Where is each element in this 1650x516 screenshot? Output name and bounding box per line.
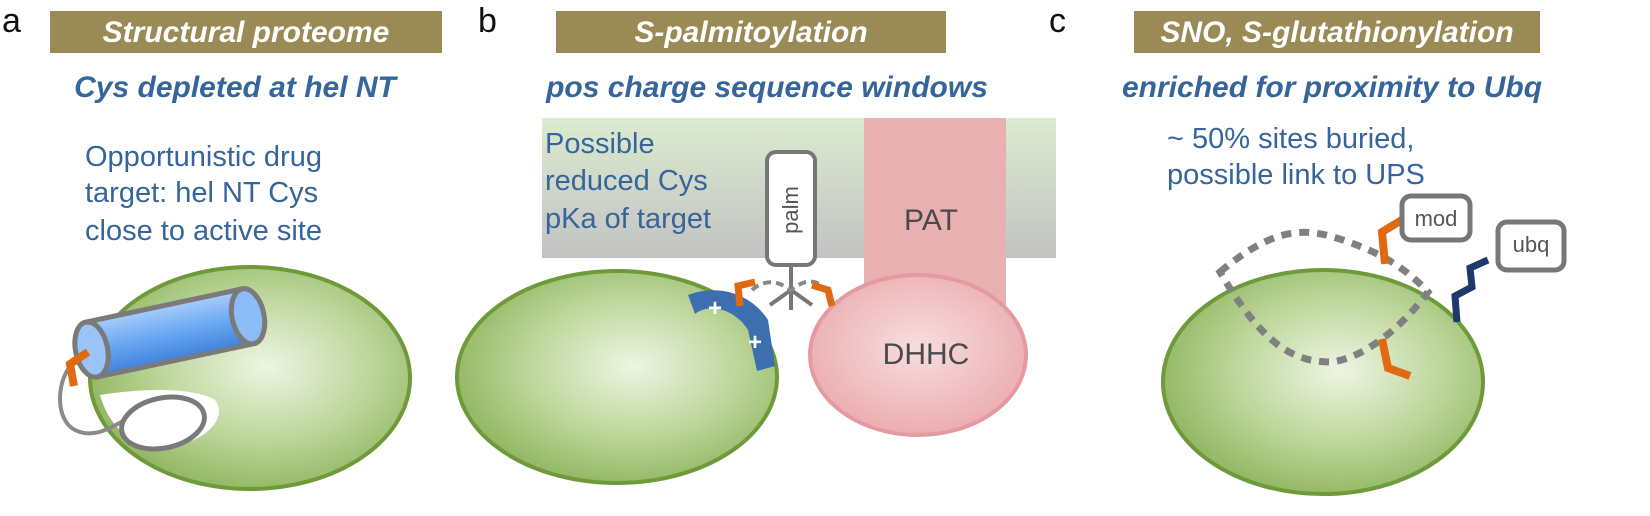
panel-title: SNO, S-glutathionylation (1160, 16, 1513, 49)
ubq-label: ubq (1513, 232, 1550, 257)
cys-residue (734, 278, 756, 307)
panel-title: Structural proteome (103, 16, 390, 49)
palm-label: palm (778, 186, 803, 234)
surface-loop (1215, 228, 1433, 366)
ubq-linker (1451, 256, 1490, 323)
mod-label: mod (1415, 206, 1458, 231)
panel-title-box (556, 11, 946, 53)
pat-label: PAT (904, 204, 958, 237)
dhhc-domain (808, 273, 1028, 437)
mod-tag-box (1399, 193, 1473, 243)
cys-residue (65, 348, 91, 387)
cys-residue (1378, 338, 1412, 380)
protein-body (455, 269, 779, 485)
cys-residue (810, 281, 836, 307)
note-line-1: Opportunistic drug (85, 141, 322, 173)
protein-body (1161, 268, 1485, 496)
cys-residue (1377, 214, 1408, 265)
panel-letter: b (478, 2, 497, 40)
plus-sign: + (708, 295, 722, 322)
note-line-1: Possible (545, 128, 655, 160)
panel-title-box (1134, 11, 1540, 53)
note-line-2: reduced Cys (545, 165, 708, 197)
plus-sign: + (748, 329, 762, 356)
panel-subtitle: enriched for proximity to Ubq (1122, 71, 1542, 104)
panel-title-box (50, 11, 442, 53)
panel-a: a Structural proteome Cys depleted at he… (2, 2, 442, 491)
note-line-3: pKa of target (545, 203, 711, 235)
panel-letter: a (2, 2, 21, 40)
note-line-2: possible link to UPS (1167, 159, 1425, 191)
ubq-tag-box (1495, 219, 1567, 273)
positive-charge-patch (688, 290, 775, 371)
panel-c: c SNO, S-glutathionylation enriched for … (1049, 2, 1567, 496)
panel-letter: c (1049, 2, 1066, 40)
panel-subtitle: pos charge sequence windows (545, 71, 988, 104)
panel-subtitle: Cys depleted at hel NT (74, 71, 398, 104)
note-line-3: close to active site (85, 215, 322, 247)
panel-title: S-palmitoylation (634, 16, 867, 49)
helix-cylinder (72, 285, 268, 380)
loop-ring (119, 394, 207, 452)
note-line-2: target: hel NT Cys (85, 177, 318, 209)
thioester-linker (768, 265, 814, 310)
dhhc-label: DHHC (883, 338, 970, 371)
note-line-1: ~ 50% sites buried, (1167, 123, 1414, 155)
loop-segment (58, 358, 126, 436)
panel-b: b S-palmitoylation pos charge sequence w… (455, 2, 1056, 485)
